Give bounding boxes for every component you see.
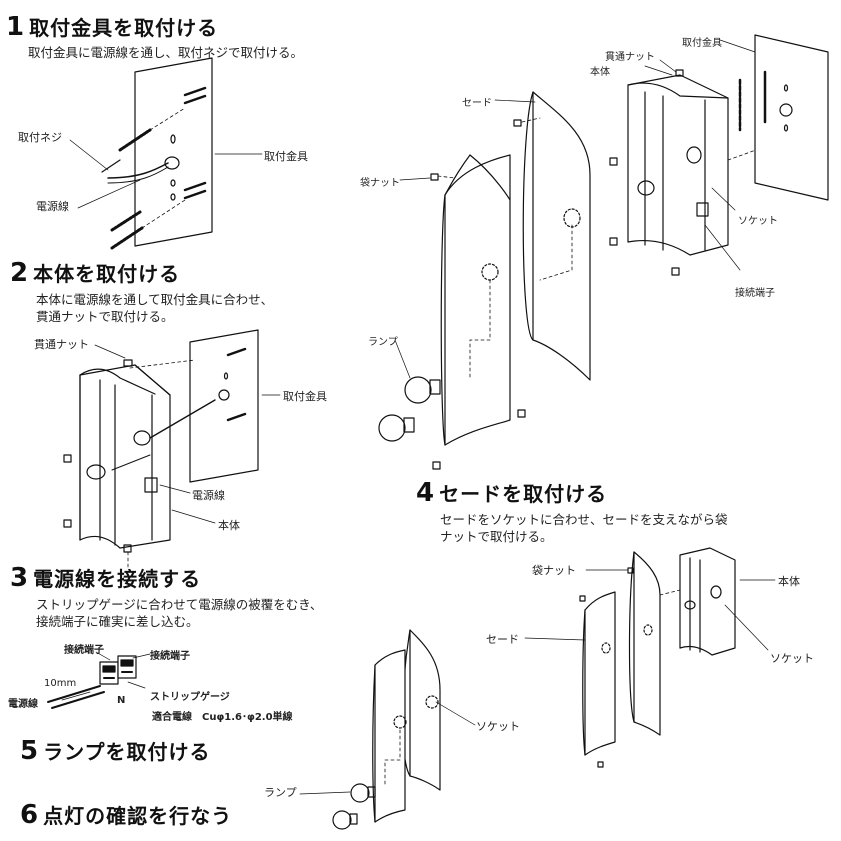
step-4-title: セードを取付ける [439,482,608,506]
step5-illustration [299,629,476,830]
label-terminal: 接続端子 [735,288,775,299]
step-6-title: 点灯の確認を行なう [43,804,233,828]
step3-connector-illustration [47,651,151,709]
step-2-description: 本体に電源線を通して取付金具に合わせ、 貫通ナットで取付ける。 [36,291,273,325]
step4-illustration [524,547,776,768]
step-4-desc-line: セードをソケットに合わせ、セードを支えながら袋 [440,512,728,527]
label-power-cable: 電源線 [192,489,225,502]
label-body: 本体 [590,67,610,78]
step-1-title: 取付金具を取付ける [29,16,219,40]
step-4-desc-line: ナットで取付ける。 [440,529,553,544]
label-body: 本体 [778,575,800,588]
step-3-title: 電源線を接続する [33,567,202,591]
step-3-number: 3 [10,563,30,593]
label-compatible-wire: 適合電線 Cuφ1.6･φ2.0単線 [152,712,293,723]
big-shade-illustration [378,91,591,470]
label-n-terminal: N [117,695,126,706]
label-lamp: ランプ [368,337,398,348]
step-2-desc-line: 貫通ナットで取付ける。 [36,309,174,324]
step2-body-illustration [63,329,281,571]
label-cap-nut: 袋ナット [360,178,400,189]
step-1-description: 取付金具に電源線を通し、取付ネジで取付ける。 [28,44,303,61]
step-2-title: 本体を取付ける [33,262,181,286]
step-5-number: 5 [20,736,40,766]
step-1-desc-line: 取付金具に電源線を通し、取付ネジで取付ける。 [28,45,304,60]
label-through-nut: 貫通ナット [605,52,655,63]
step-3-desc-line: 接続端子に確実に差し込む。 [36,614,199,629]
step-1-number: 1 [6,12,26,42]
step1-bracket-illustration [69,57,263,250]
step-4-description: セードをソケットに合わせ、セードを支えながら袋 ナットで取付ける。 [440,511,728,545]
label-power-cable: 電源線 [36,200,69,213]
label-socket: ソケット [770,652,814,665]
step-3-description: ストリップゲージに合わせて電源線の被覆をむき、 接続端子に確実に差し込む。 [36,596,322,630]
label-lamp: ランプ [264,786,297,799]
big-body-bracket-illustration [609,34,829,276]
label-strip-gauge: ストリップゲージ [150,692,230,703]
label-socket: ソケット [738,216,778,227]
label-10mm: 10mm [44,678,77,689]
label-bracket: 取付金具 [682,38,722,49]
label-through-nut: 貫通ナット [34,338,89,351]
label-power-cable: 電源線 [8,699,38,710]
step-3-desc-line: ストリップゲージに合わせて電源線の被覆をむき、 [36,597,323,612]
label-bracket: 取付金具 [264,150,308,163]
label-cap-nut: 袋ナット [532,564,576,577]
step-6-number: 6 [20,800,40,830]
label-mounting-screw: 取付ネジ [18,131,62,144]
step-4-number: 4 [416,478,436,508]
step-5-title: ランプを取付ける [43,740,211,764]
label-terminal: 接続端子 [64,645,104,656]
step-2-desc-line: 本体に電源線を通して取付金具に合わせ、 [36,292,274,307]
label-body: 本体 [218,519,240,532]
label-terminal: 接続端子 [150,651,190,662]
label-shade: セード [486,633,519,646]
label-bracket: 取付金具 [283,390,327,403]
label-shade: セード [462,98,492,109]
label-socket: ソケット [476,720,520,733]
step-2-number: 2 [10,258,30,288]
